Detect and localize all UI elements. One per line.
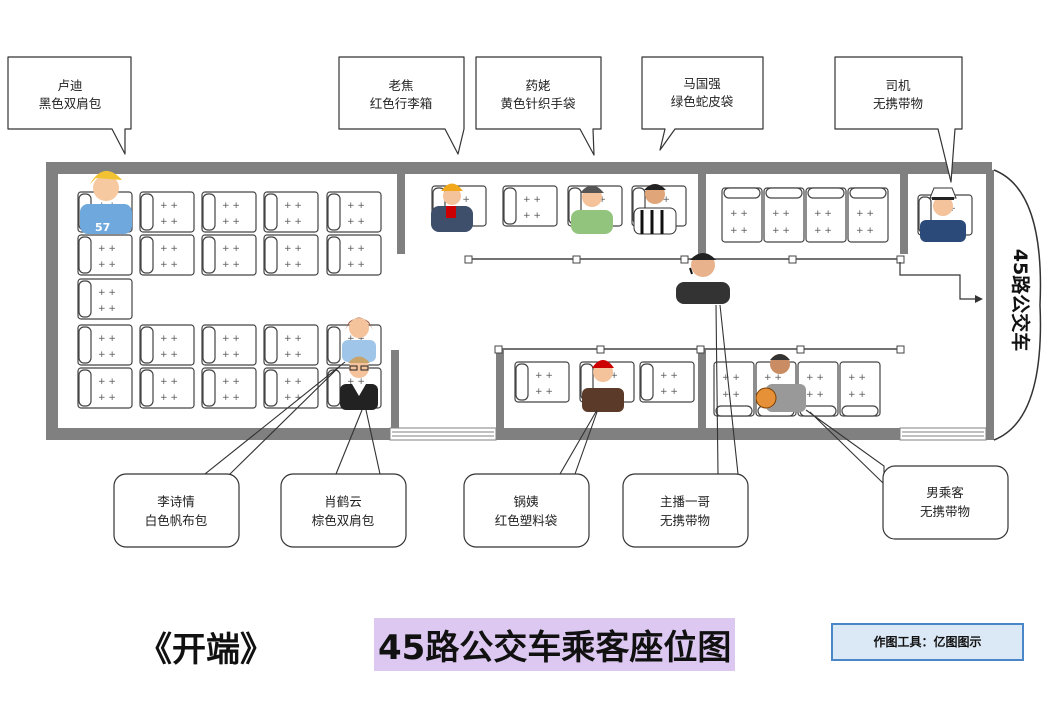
svg-text:药姥: 药姥 xyxy=(525,78,550,93)
tool-credit: 作图工具：亿图图示 xyxy=(831,623,1024,661)
passenger-driver-icon xyxy=(920,187,966,242)
svg-text:红色塑料袋: 红色塑料袋 xyxy=(495,513,558,528)
passenger-yaolao-icon xyxy=(571,185,613,234)
callout-lishiqing: 李诗情 白色帆布包 xyxy=(113,473,240,548)
svg-text:李诗情: 李诗情 xyxy=(157,494,195,509)
passenger-nanchengke-icon xyxy=(755,354,806,412)
callout-laojiao: 老焦 红色行李箱 xyxy=(338,56,465,155)
callout-nanchengke: 男乘客 无携带物 xyxy=(882,465,1009,540)
svg-text:黄色针织手袋: 黄色针织手袋 xyxy=(500,96,576,111)
handrail-bottom xyxy=(494,345,905,354)
svg-text:男乘客: 男乘客 xyxy=(926,485,964,500)
callout-maguoqiang: 马国强 绿色蛇皮袋 xyxy=(641,56,764,151)
svg-text:绿色蛇皮袋: 绿色蛇皮袋 xyxy=(671,94,734,109)
callout-xiaoheyun: 肖鹤云 棕色双肩包 xyxy=(280,473,407,548)
passenger-guoyi-icon xyxy=(582,360,624,412)
callout-ludi: 卢迪 黑色双肩包 xyxy=(7,56,132,155)
passenger-ludi-icon: 57 xyxy=(80,170,132,234)
svg-text:司机: 司机 xyxy=(885,78,911,93)
svg-text:马国强: 马国强 xyxy=(683,76,721,91)
svg-text:57: 57 xyxy=(95,221,110,234)
svg-text:无携带物: 无携带物 xyxy=(920,504,970,519)
svg-text:红色行李箱: 红色行李箱 xyxy=(370,96,433,111)
svg-text:无携带物: 无携带物 xyxy=(873,96,923,111)
passenger-maguoqiang-icon xyxy=(633,184,677,235)
svg-text:白色帆布包: 白色帆布包 xyxy=(145,513,208,528)
bus-body xyxy=(46,162,1042,441)
page-title: 45路公交车乘客座位图 xyxy=(374,618,736,671)
bus-label: 45路公交车 xyxy=(1009,249,1032,351)
svg-text:卢迪: 卢迪 xyxy=(57,78,82,93)
svg-text:肖鹤云: 肖鹤云 xyxy=(324,494,362,509)
handrail-top xyxy=(464,255,983,303)
svg-text:无携带物: 无携带物 xyxy=(660,513,710,528)
callout-yaolao: 药姥 黄色针织手袋 xyxy=(475,56,602,156)
passenger-zhubo-icon xyxy=(676,253,730,304)
svg-text:黑色双肩包: 黑色双肩包 xyxy=(39,96,102,111)
callout-driver: 司机 无携带物 xyxy=(834,56,963,183)
svg-text:老焦: 老焦 xyxy=(388,78,413,93)
page-title-left: 《开端》 xyxy=(138,630,274,670)
svg-text:锅姨: 锅姨 xyxy=(513,494,539,509)
passenger-laojiao-icon xyxy=(431,183,473,232)
passenger-xiaoheyun-icon xyxy=(340,356,378,410)
passenger-lishiqing-icon xyxy=(342,317,376,362)
callout-zhubo: 主播一哥 无携带物 xyxy=(622,473,749,548)
svg-text:主播一哥: 主播一哥 xyxy=(660,494,710,509)
callout-guoyi: 锅姨 红色塑料袋 xyxy=(463,473,590,548)
svg-text:棕色双肩包: 棕色双肩包 xyxy=(312,513,375,528)
